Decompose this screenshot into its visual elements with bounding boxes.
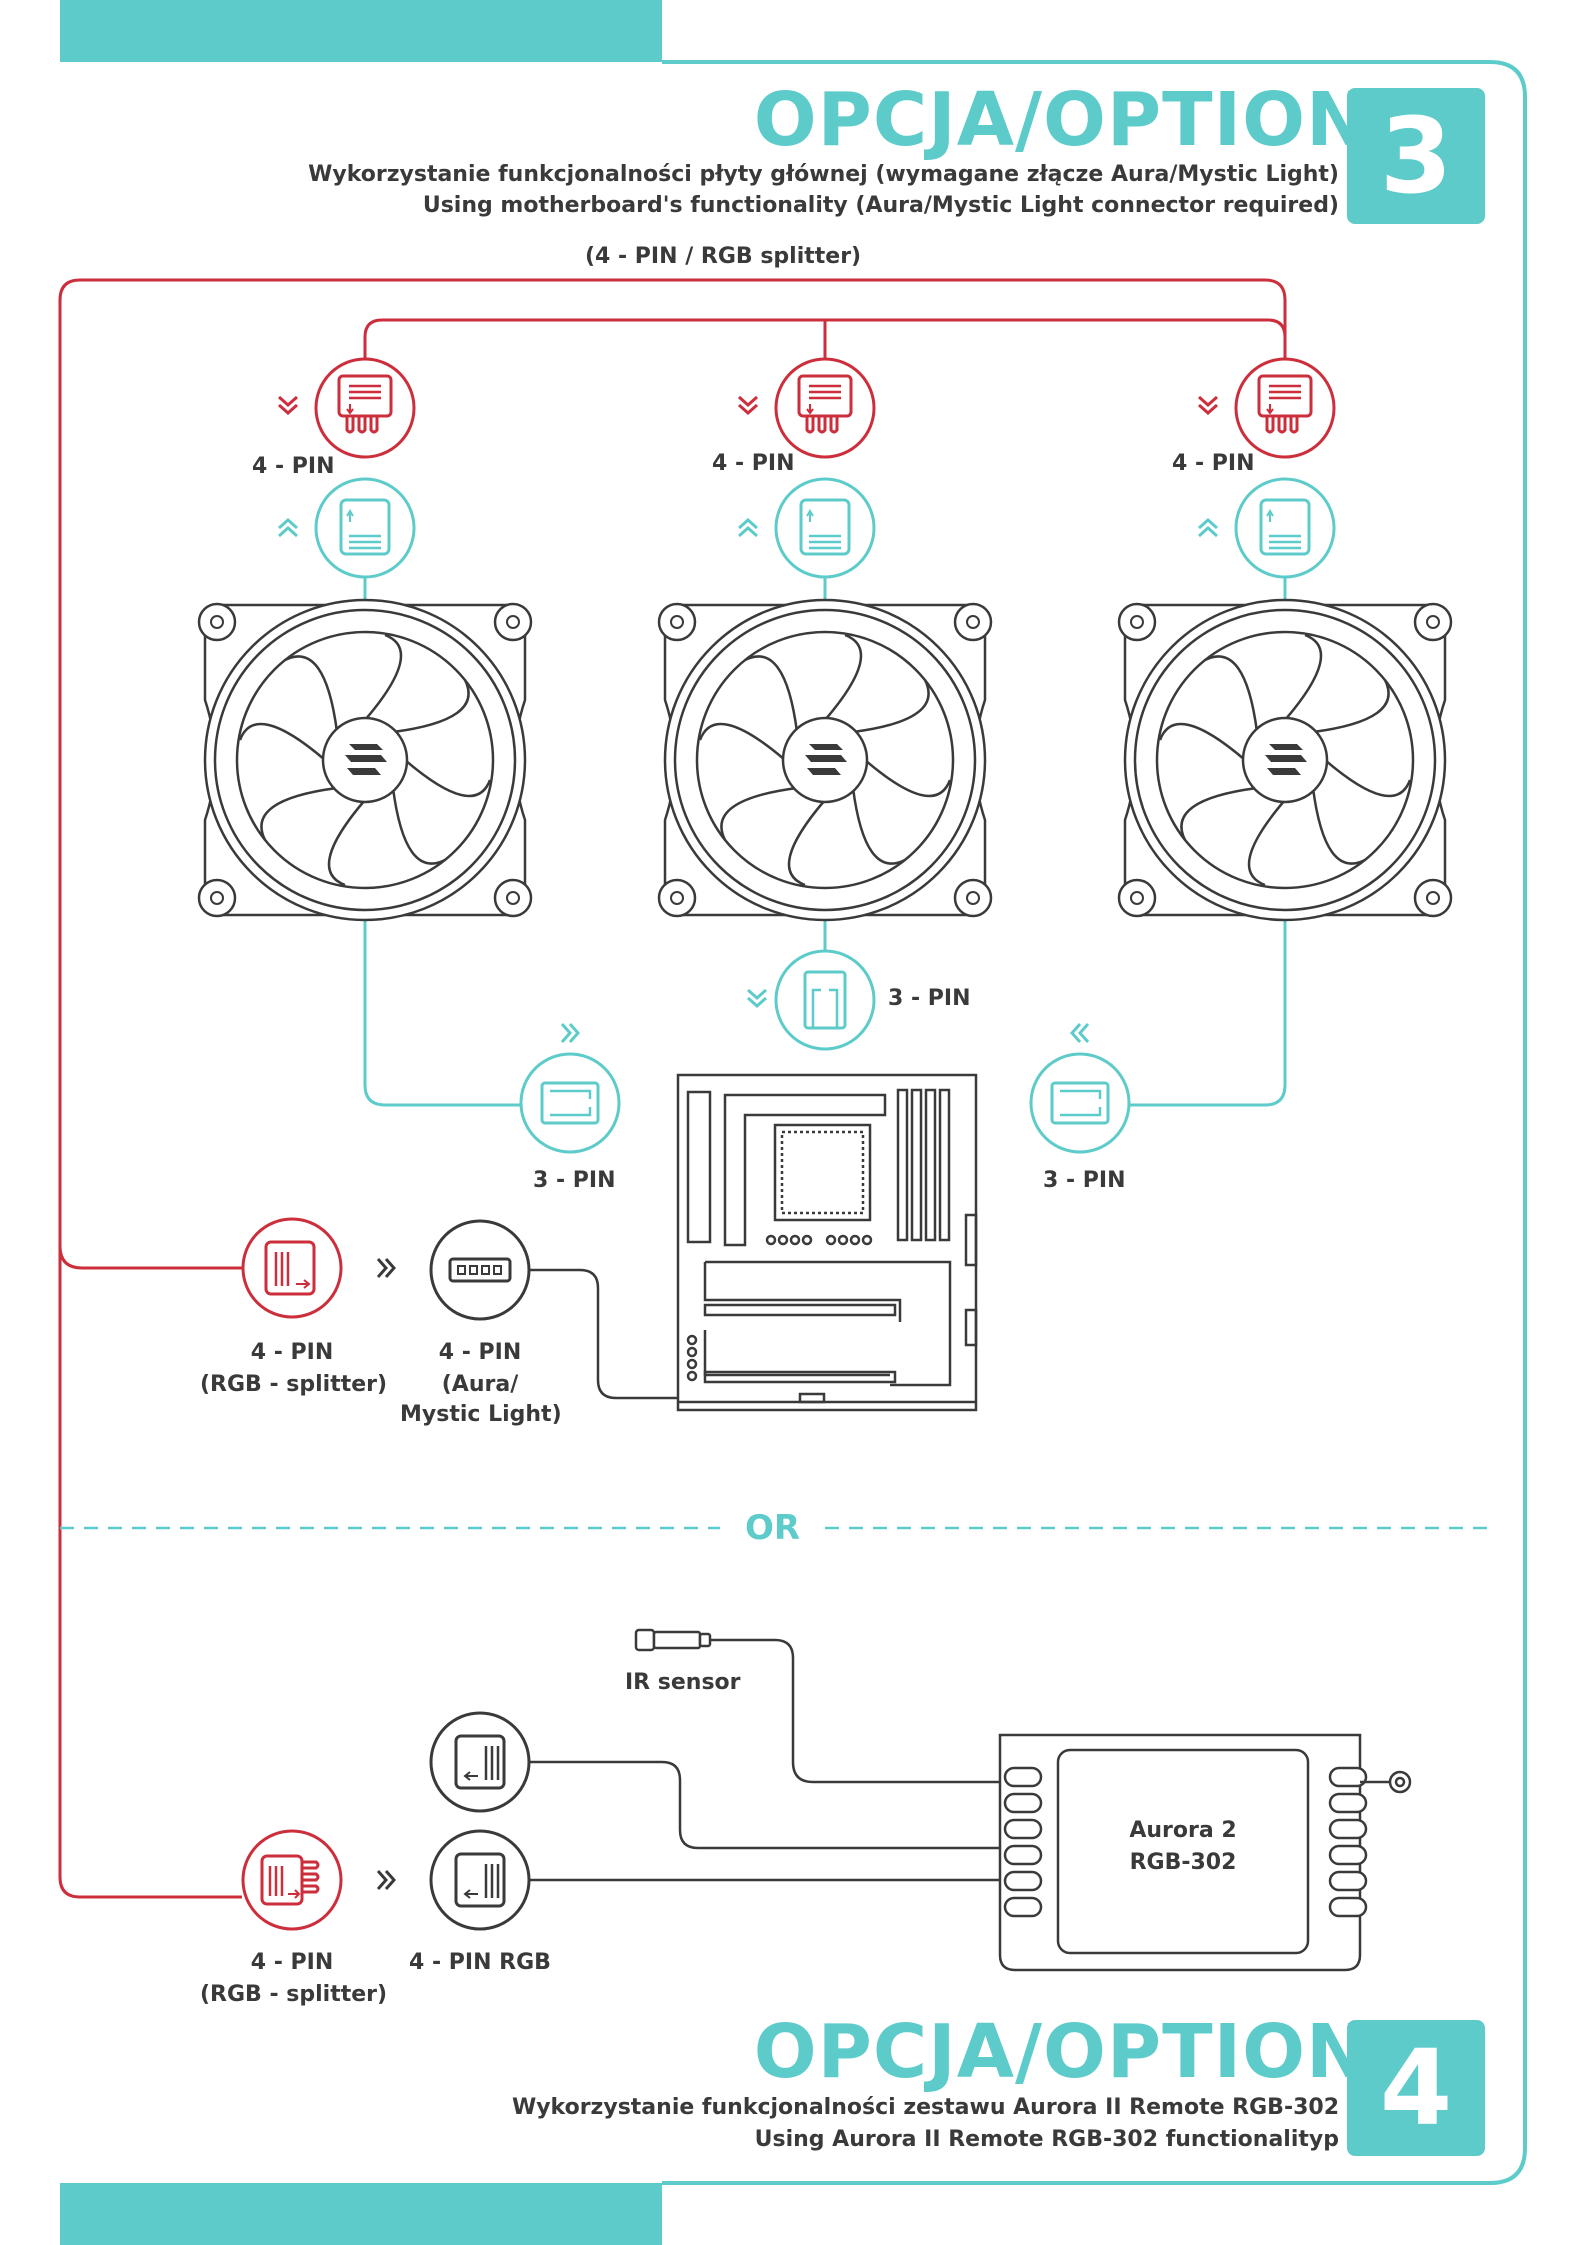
teal-wires: [363, 578, 1287, 1107]
red-rgb-splitter-icon-bottom: [241, 1829, 343, 1931]
fan3-3pin-label: 3 - PIN: [1043, 1168, 1126, 1193]
option3-number: 3: [1347, 88, 1485, 224]
splitter-4pin-label-bottom: 4 - PIN: [250, 1950, 334, 1975]
motherboard-icon: [676, 1073, 978, 1412]
fan-icon-middle: [657, 598, 993, 922]
teal-3pin-connector-icon-right: [1029, 1052, 1131, 1154]
teal-3pin-connector-icon-left: [519, 1052, 621, 1154]
splitter-4pin-label-top: 4 - PIN: [250, 1340, 334, 1365]
chevron-left-icon-1: [1070, 1022, 1090, 1044]
option4-title: OPCJA/OPTION: [753, 2009, 1369, 2095]
splitter-rgb-label-top: (RGB - splitter): [200, 1372, 388, 1397]
controller-label-line1: Aurora 2: [1129, 1818, 1237, 1843]
teal-fan-connector-icon-2: [774, 477, 876, 579]
teal-fan-connector-icon-1: [314, 477, 416, 579]
red-4pin-connector-icon-3: [1234, 357, 1336, 459]
bottom-accent-bar: [60, 2183, 662, 2245]
dark-wires: [528, 1268, 1000, 1882]
ir-sensor-icon: [634, 1628, 712, 1652]
rgb-connector-icon-1: [429, 1711, 531, 1813]
option4-description-pl: Wykorzystanie funkcjonalności zestawu Au…: [511, 2095, 1339, 2120]
red-wires: [58, 278, 1287, 1899]
page-frame: [662, 60, 1527, 2185]
splitter-label-top: (4 - PIN / RGB splitter): [585, 244, 862, 269]
top-accent-bar: [60, 0, 662, 62]
option3-description-pl: Wykorzystanie funkcjonalności płyty głów…: [308, 162, 1339, 187]
chevron-right-icon-2: [376, 1257, 396, 1279]
aura-label-line2: Mystic Light): [400, 1402, 562, 1427]
option4-description-en: Using Aurora II Remote RGB-302 functiona…: [754, 2127, 1339, 2152]
fan2-3pin-label: 3 - PIN: [888, 986, 971, 1011]
rgb-4pin-label: 4 - PIN RGB: [409, 1950, 551, 1975]
fan-icon-right: [1117, 598, 1453, 922]
teal-fan-connector-icon-3: [1234, 477, 1336, 579]
teal-3pin-connector-icon-middle: [774, 949, 876, 1051]
red-4pin-connector-icon-1: [314, 357, 416, 459]
aura-connector-icon: [429, 1219, 531, 1321]
rgb-connector-icon-2: [429, 1829, 531, 1931]
fan-icon-left: [197, 598, 533, 922]
red-4pin-connector-icon-2: [774, 357, 876, 459]
chevron-up-icon-3: [1197, 518, 1219, 538]
fan1-3pin-label: 3 - PIN: [533, 1168, 616, 1193]
chevron-down-icon-1: [277, 395, 299, 415]
chevron-down-icon-3: [1197, 395, 1219, 415]
chevron-right-icon-1: [560, 1022, 580, 1044]
splitter-rgb-label-bottom: (RGB - splitter): [200, 1982, 388, 2007]
aura-4pin-label: 4 - PIN: [438, 1340, 522, 1365]
controller-label-line2: RGB-302: [1129, 1850, 1237, 1875]
chevron-down-icon-mid: [746, 988, 768, 1008]
or-label: OR: [745, 1508, 801, 1548]
chevron-right-icon-3: [376, 1869, 396, 1891]
chevron-up-icon-1: [277, 518, 299, 538]
fan2-4pin-label: 4 - PIN: [712, 451, 795, 476]
aura-label-line1: (Aura/: [441, 1372, 519, 1397]
fan3-4pin-label: 4 - PIN: [1172, 451, 1255, 476]
red-rgb-splitter-icon-top: [241, 1217, 343, 1319]
controller-icon: [998, 1733, 1412, 1972]
option4-number: 4: [1347, 2020, 1485, 2156]
chevron-up-icon-2: [737, 518, 759, 538]
fan1-4pin-label: 4 - PIN: [252, 454, 335, 479]
chevron-down-icon-2: [737, 395, 759, 415]
option3-description-en: Using motherboard's functionality (Aura/…: [422, 193, 1339, 218]
option3-title: OPCJA/OPTION: [753, 77, 1369, 163]
ir-sensor-label: IR sensor: [625, 1670, 741, 1695]
